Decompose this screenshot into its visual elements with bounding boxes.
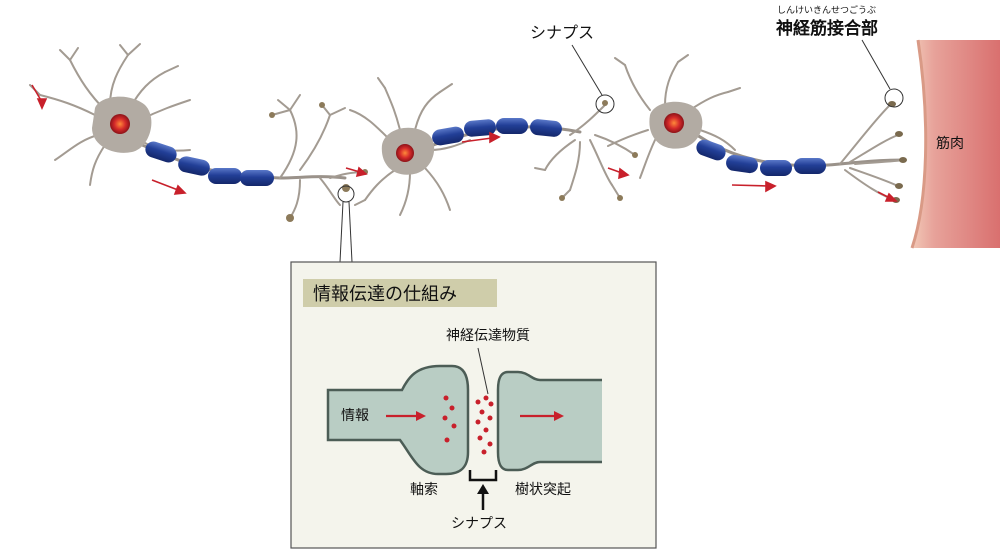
synapse-label-inset: シナプス	[451, 516, 507, 532]
axon-label: 軸索	[410, 481, 438, 498]
neuron-2-soma	[382, 128, 434, 175]
muscle-label: 筋肉	[936, 135, 964, 152]
info-label: 情報	[341, 408, 369, 424]
synapse-label-top: シナプス	[530, 23, 594, 42]
axon-terminal-3	[840, 105, 902, 200]
axon-terminal-2	[535, 105, 635, 198]
nmj-ruby: しんけいきんせつごうぶ	[777, 4, 876, 16]
neuron-3-nucleus	[664, 113, 684, 133]
neuron-3-soma	[649, 102, 702, 149]
myelin-sheath-2	[431, 118, 563, 147]
myelin-sheath-3	[694, 137, 826, 176]
myelin-sheath-1	[143, 139, 274, 186]
neuron-1-soma	[92, 97, 151, 153]
neuron-1-nucleus	[110, 114, 130, 134]
neurotransmitter-label: 神経伝達物質	[446, 328, 530, 344]
inset-title: 情報伝達の仕組み	[313, 284, 457, 305]
axon-bouton-1	[269, 102, 368, 222]
nmj-label: 神経筋接合部	[776, 18, 878, 39]
info-transfer-inset: 情報伝達の仕組み 神経伝達物質 情報 軸索 樹状突起 シナプス	[291, 262, 656, 548]
dendrite-shape	[498, 372, 602, 470]
neuron-2-nucleus	[396, 144, 414, 162]
dendrite-label: 樹状突起	[515, 482, 571, 498]
